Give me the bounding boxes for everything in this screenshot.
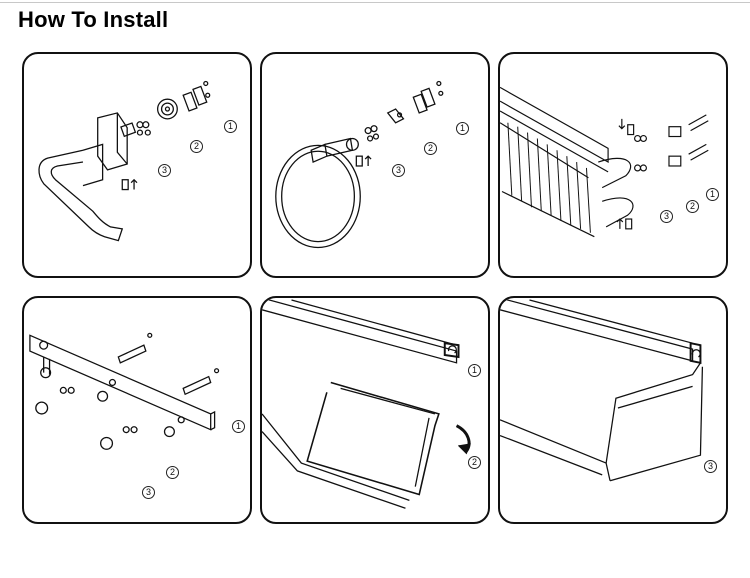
shelf-attach-drawing bbox=[262, 298, 471, 509]
shelf-installed-drawing bbox=[500, 298, 704, 482]
panel-paper-holder: 1 2 3 bbox=[22, 52, 252, 278]
page-title: How To Install bbox=[18, 7, 169, 32]
step-label: 3 bbox=[392, 164, 405, 177]
step-label: 3 bbox=[158, 164, 171, 177]
towel-ring-drawing bbox=[275, 80, 444, 249]
step-label: 3 bbox=[704, 460, 717, 473]
step-label: 1 bbox=[456, 122, 469, 135]
panel-hook-rail: 1 2 3 bbox=[22, 296, 252, 524]
panel-basket-shelf: 1 2 3 bbox=[498, 52, 728, 278]
hook-rail-drawing bbox=[29, 332, 220, 450]
step-label: 1 bbox=[224, 120, 237, 133]
step-label: 1 bbox=[232, 420, 245, 433]
paper-holder-drawing bbox=[38, 80, 211, 242]
step-label: 1 bbox=[706, 188, 719, 201]
step-label: 2 bbox=[468, 456, 481, 469]
step-label: 2 bbox=[424, 142, 437, 155]
step-label: 2 bbox=[190, 140, 203, 153]
panel-shelf-installed: 3 bbox=[498, 296, 728, 524]
step-label: 1 bbox=[468, 364, 481, 377]
basket-shelf-drawing bbox=[500, 86, 709, 238]
step-label: 2 bbox=[686, 200, 699, 213]
panel-shelf-attach: 1 2 bbox=[260, 296, 490, 524]
panel-towel-ring: 1 2 3 bbox=[260, 52, 490, 278]
step-label: 3 bbox=[142, 486, 155, 499]
top-divider bbox=[0, 2, 750, 3]
step-label: 3 bbox=[660, 210, 673, 223]
step-label: 2 bbox=[166, 466, 179, 479]
